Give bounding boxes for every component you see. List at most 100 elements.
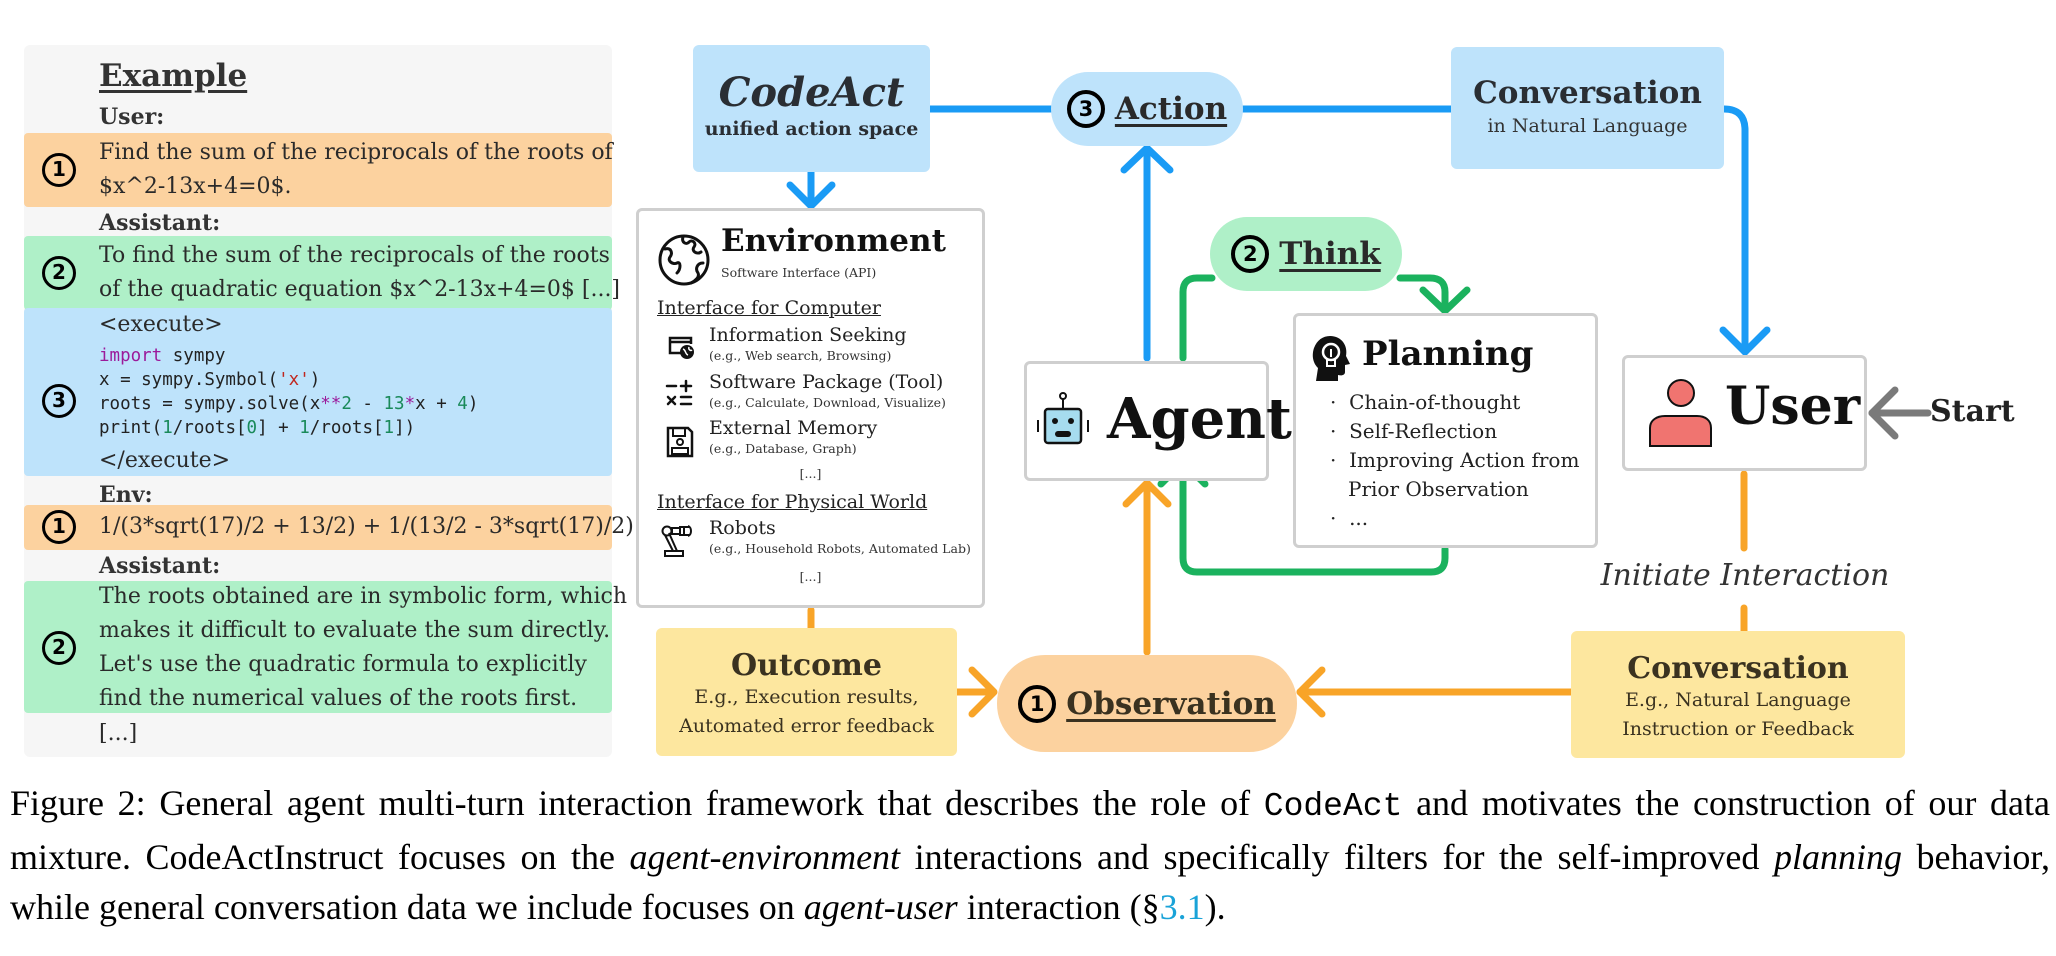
planning-box: Planning · Chain-of-thought · Self-Refle… bbox=[1293, 313, 1598, 548]
step-1-icon: 1 bbox=[42, 510, 76, 544]
user-box: User bbox=[1622, 355, 1867, 471]
globe-icon bbox=[658, 234, 710, 286]
step-2-icon: 2 bbox=[1231, 235, 1270, 273]
codeact-subtitle: unified action space bbox=[704, 118, 919, 140]
caption-text: behavior, while general conversation dat… bbox=[10, 837, 2050, 927]
conversation-natural-language-box: Conversation in Natural Language bbox=[1451, 47, 1724, 169]
step-1-icon: 1 bbox=[1018, 684, 1057, 723]
step-2-icon: 2 bbox=[42, 631, 76, 665]
robot-arm-icon bbox=[661, 525, 701, 559]
conversation-subtitle: in Natural Language bbox=[1487, 115, 1688, 137]
caption-text: interaction (§ bbox=[957, 887, 1160, 927]
caption-code: CodeAct bbox=[1263, 788, 1403, 825]
env-item-detail: (e.g., Calculate, Download, Visualize) bbox=[709, 395, 946, 410]
turn-text-line: 1/(3*sqrt(17)/2 + 13/2) + 1/(13/2 - 3*sq… bbox=[99, 514, 634, 539]
user-icon bbox=[1649, 379, 1712, 447]
planning-title: Planning bbox=[1362, 334, 1534, 374]
initiate-interaction-label: Initiate Interaction bbox=[1600, 558, 1890, 593]
arrowhead-environment bbox=[786, 181, 836, 210]
planning-item: Prior Observation bbox=[1330, 475, 1579, 504]
ellipsis: [...] bbox=[799, 569, 822, 584]
environment-title: Environment bbox=[721, 223, 946, 259]
env-item-detail: (e.g., Household Robots, Automated Lab) bbox=[709, 541, 971, 556]
arrow-planning-to-agent bbox=[1179, 459, 1449, 576]
agent-label: Agent bbox=[1107, 386, 1292, 452]
caption-text: Figure 2: General agent multi-turn inter… bbox=[10, 783, 1264, 823]
conversation-bottom-line: E.g., Natural Language bbox=[1625, 689, 1851, 711]
turn-text-line: $x^2-13x+4=0$. bbox=[99, 174, 292, 199]
planning-item: · Self-Reflection bbox=[1330, 419, 1498, 443]
think-label: Think bbox=[1279, 236, 1381, 272]
observation-node: 1 Observation bbox=[997, 655, 1297, 752]
env-item-detail: (e.g., Web search, Browsing) bbox=[709, 348, 892, 363]
env-item-title: External Memory bbox=[709, 417, 878, 439]
env-label: Env: bbox=[99, 482, 153, 508]
think-node: 2 Think bbox=[1210, 217, 1402, 291]
step-2-icon: 2 bbox=[42, 256, 76, 290]
turn-text-line: To find the sum of the reciprocals of th… bbox=[99, 243, 610, 268]
planning-item-text: Self-Reflection bbox=[1349, 419, 1498, 443]
conversation-title: Conversation bbox=[1473, 75, 1702, 111]
planning-item: · ... bbox=[1330, 506, 1369, 530]
execute-close-tag: </execute> bbox=[99, 448, 231, 473]
env-item-detail: (e.g., Database, Graph) bbox=[709, 441, 857, 456]
agent-box: Agent bbox=[1024, 361, 1292, 481]
step-1-icon: 1 bbox=[42, 153, 76, 187]
caption-text: ). bbox=[1204, 887, 1226, 927]
env-item-title: Information Seeking bbox=[709, 324, 907, 346]
assistant-label: Assistant: bbox=[99, 210, 221, 236]
arrowhead-planning bbox=[1419, 286, 1471, 315]
ellipsis: [...] bbox=[799, 466, 822, 481]
arrowhead-user bbox=[1719, 326, 1771, 356]
outcome-box: Outcome E.g., Execution results, Automat… bbox=[656, 628, 957, 756]
conversation-bottom-title: Conversation bbox=[1627, 651, 1849, 686]
arrow-conversation-to-user bbox=[1720, 105, 1749, 356]
planning-item: · Improving Action from bbox=[1330, 448, 1580, 472]
outcome-line: E.g., Execution results, bbox=[694, 686, 919, 708]
calculator-icon bbox=[665, 379, 695, 409]
interface-computer-heading: Interface for Computer bbox=[657, 297, 881, 319]
robot-icon bbox=[1037, 392, 1089, 445]
planning-item: · Chain-of-thought bbox=[1330, 390, 1521, 414]
execute-open-tag: <execute> bbox=[99, 312, 223, 337]
arrow-think-to-planning bbox=[1396, 274, 1449, 315]
planning-item-text: ... bbox=[1349, 506, 1369, 530]
example-heading: Example bbox=[99, 58, 248, 94]
head-lightbulb-icon bbox=[1312, 336, 1350, 381]
conversation-feedback-box: Conversation E.g., Natural Language Inst… bbox=[1571, 631, 1905, 758]
planning-item-text: Chain-of-thought bbox=[1349, 390, 1521, 414]
conversation-bottom-line: Instruction or Feedback bbox=[1622, 718, 1854, 740]
turn-text-line: Find the sum of the reciprocals of the r… bbox=[99, 140, 613, 165]
user-label: User: bbox=[99, 104, 165, 130]
caption-emphasis: agent-environment bbox=[629, 837, 901, 877]
caption-text: and motivates the construction of our da… bbox=[10, 783, 2050, 877]
example-turn-user bbox=[24, 133, 612, 207]
codeact-box: CodeAct unified action space bbox=[693, 45, 930, 172]
arrowhead-action bbox=[1120, 144, 1174, 174]
web-browser-icon bbox=[667, 333, 695, 361]
arrowhead-observation-left bbox=[968, 666, 998, 718]
environment-subtitle: Software Interface (API) bbox=[721, 265, 877, 280]
figure-caption: Figure 2: General agent multi-turn inter… bbox=[10, 778, 2050, 932]
action-label: Action bbox=[1114, 91, 1228, 127]
turn-text-line: of the quadratic equation $x^2-13x+4=0$ … bbox=[99, 277, 621, 302]
planning-list: · Chain-of-thought · Self-Reflection · I… bbox=[1330, 388, 1579, 533]
interface-physical-heading: Interface for Physical World bbox=[657, 491, 928, 513]
caption-text: interactions and specifically filters fo… bbox=[900, 837, 1774, 877]
planning-item-text: Prior Observation bbox=[1348, 477, 1529, 501]
caption-emphasis: agent-user bbox=[803, 887, 958, 927]
env-item-title: Robots bbox=[709, 517, 776, 539]
observation-label: Observation bbox=[1066, 685, 1276, 722]
env-item-title: Software Package (Tool) bbox=[709, 371, 944, 393]
section-reference-link[interactable]: 3.1 bbox=[1159, 887, 1205, 927]
arrowhead-start bbox=[1868, 386, 1899, 440]
start-label: Start bbox=[1930, 394, 2015, 429]
caption-emphasis: planning bbox=[1773, 837, 1902, 877]
user-label: User bbox=[1725, 376, 1861, 437]
action-node: 3 Action bbox=[1051, 72, 1243, 146]
arrowhead-agent-orange bbox=[1122, 479, 1172, 508]
ellipsis: [...] bbox=[99, 721, 138, 746]
turn-text-line: makes it difficult to evaluate the sum d… bbox=[99, 618, 611, 643]
outcome-line: Automated error feedback bbox=[679, 715, 934, 737]
turn-text-line: The roots obtained are in symbolic form,… bbox=[99, 584, 627, 609]
